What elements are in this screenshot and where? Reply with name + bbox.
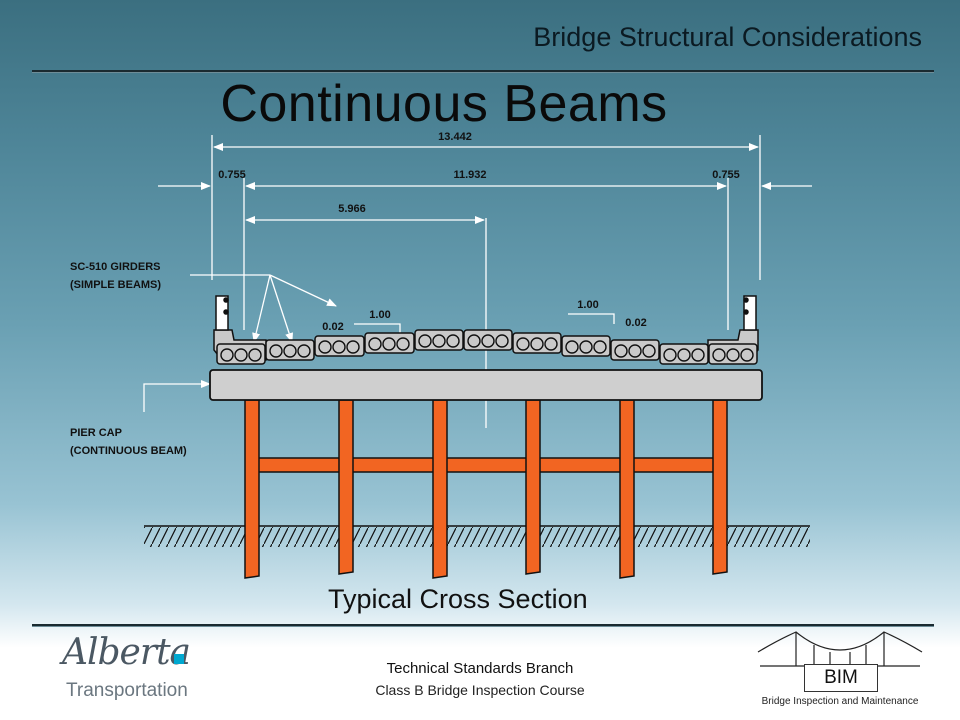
- pier-pile: [619, 399, 635, 579]
- girder: [610, 339, 660, 361]
- dim-overall-label: 13.442: [438, 131, 472, 143]
- girders: [216, 329, 758, 365]
- pier-cap-label-line1: PIER CAP: [70, 427, 122, 439]
- dim-left-curb-label: 0.755: [218, 169, 246, 181]
- girder: [659, 343, 709, 365]
- slide-title: Continuous Beams: [0, 74, 960, 134]
- logo-wordmark: Alberta: [62, 632, 191, 673]
- pier-pile: [338, 399, 354, 575]
- girder: [512, 332, 562, 354]
- bim-logo: BIM Bridge Inspection and Maintenance: [752, 628, 928, 714]
- slope-right-run-label: 1.00: [577, 299, 598, 311]
- girder: [265, 339, 315, 361]
- pier-cap-leader: [143, 380, 211, 412]
- pier-pile: [244, 399, 260, 579]
- girder-leader-2: [269, 274, 293, 343]
- pier-cap-label-line2: (CONTINUOUS BEAM): [70, 445, 187, 457]
- slope-right-indicator: [568, 313, 615, 324]
- pier-strut: [257, 457, 717, 473]
- slope-right-value-label: 0.02: [625, 317, 646, 329]
- footer-branch: Technical Standards Branch: [386, 660, 574, 677]
- ground: [144, 525, 810, 547]
- logo-subtitle: Transportation: [66, 680, 188, 701]
- footer-rule: [32, 624, 934, 627]
- logo-square-icon: [174, 654, 184, 664]
- girder: [216, 343, 266, 365]
- section-header: Bridge Structural Considerations: [533, 22, 922, 52]
- diagram-caption: Typical Cross Section: [328, 584, 588, 614]
- girder: [314, 335, 365, 357]
- slope-left-run-label: 1.00: [369, 309, 390, 321]
- dimension-lines: [158, 135, 812, 428]
- pier-bents: [244, 399, 728, 579]
- pier-pile: [712, 399, 728, 575]
- bim-subtitle: Bridge Inspection and Maintenance: [761, 696, 919, 707]
- pier-cap: [209, 369, 763, 401]
- girder: [414, 329, 464, 351]
- girder: [708, 343, 758, 365]
- girders-label-line1: SC-510 GIRDERS: [70, 261, 160, 273]
- slope-left-value-label: 0.02: [322, 321, 343, 333]
- pier-pile: [525, 399, 541, 575]
- slide-title-text: Continuous Beams: [220, 75, 668, 133]
- dim-right-curb-label: 0.755: [712, 169, 740, 181]
- girder: [463, 329, 513, 351]
- dim-half-roadway-label: 5.966: [338, 203, 366, 215]
- girder: [364, 332, 415, 354]
- header-rule: [32, 70, 934, 73]
- girder: [561, 335, 611, 357]
- girder-leader-3: [269, 274, 337, 307]
- girder-leader-1: [252, 274, 271, 343]
- alberta-logo: Alberta Transportation: [62, 632, 212, 702]
- bim-label: BIM: [804, 664, 878, 692]
- bridge-icon: [757, 631, 923, 667]
- footer-course: Class B Bridge Inspection Course: [375, 682, 585, 698]
- slope-left-indicator: [354, 323, 401, 334]
- dim-roadway-label: 11.932: [453, 169, 486, 181]
- pier-pile: [432, 399, 448, 579]
- girders-label-line2: (SIMPLE BEAMS): [70, 279, 161, 291]
